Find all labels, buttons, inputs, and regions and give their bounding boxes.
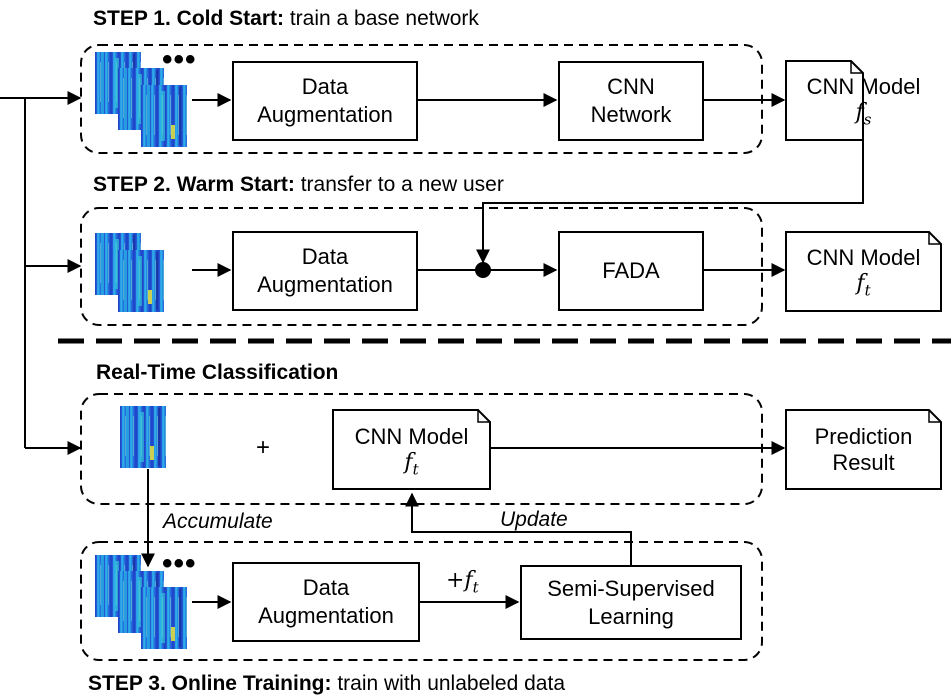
update-label: Update [500, 508, 568, 531]
realtime-heading: Real-Time Classification [96, 361, 339, 384]
cnn-network-line2: Network [590, 102, 672, 127]
accumulate-label: Accumulate [163, 510, 273, 533]
step2-heading-rest: transfer to a new user [294, 173, 504, 196]
plus-ft-sub: t [472, 578, 479, 597]
result-fold [928, 410, 941, 423]
step2-aug-line1: Data [301, 244, 349, 269]
ssl-line2: Learning [588, 603, 674, 629]
step3-heading: STEP 3. Online Training: train with unla… [88, 672, 565, 696]
realtime-plus: + [256, 434, 271, 461]
result-card [785, 409, 942, 490]
step1-data-augmentation-box: Data Augmentation [232, 61, 418, 141]
ssl-line1: Semi-Supervised [547, 575, 715, 601]
realtime-model-fold [477, 410, 490, 423]
step3-heading-rest: train with unlabeled data [331, 672, 565, 695]
cnn-network-line1: CNN [607, 74, 655, 99]
cnn-network-box: CNN Network [558, 61, 704, 141]
model-fs-label: CNN Model [806, 74, 921, 99]
model-ft-symbol-f: f [856, 271, 865, 296]
model-ft-text: CNN Model ft [786, 245, 941, 303]
realtime-model-card [332, 409, 491, 490]
step3-aug-line1: Data [302, 575, 350, 600]
realtime-model-text: CNN Model ft [333, 424, 490, 482]
prediction-result-text: Prediction Result [786, 424, 941, 476]
step3-aug-line2: Augmentation [258, 603, 394, 628]
realtime-model-symbol: ft [333, 450, 490, 482]
step1-heading-bold: STEP 1. Cold Start: [93, 7, 284, 30]
plus-ft-label: +ft [446, 568, 479, 596]
step2-heading: STEP 2. Warm Start: transfer to a new us… [93, 173, 504, 197]
model-fs-symbol-f: f [855, 100, 864, 125]
step2-aug-line2: Augmentation [257, 272, 393, 297]
model-fs-text: CNN Model fs [786, 74, 941, 132]
prediction-result-line1: Prediction [814, 424, 913, 449]
arrow-update [405, 492, 632, 565]
step2-heading-bold: STEP 2. Warm Start: [93, 173, 295, 196]
model-ft-label: CNN Model [806, 245, 921, 270]
plus-ft-prefix: + [446, 568, 465, 593]
more-samples-indicator-step3: ••• [162, 547, 197, 580]
more-samples-indicator-step1: ••• [162, 43, 197, 76]
realtime-model-symbol-sub: t [412, 460, 419, 479]
arrow-fs-to-junction [476, 140, 864, 264]
model-ft-symbol-sub: t [864, 281, 871, 300]
model-fs-card [785, 60, 864, 141]
realtime-model-symbol-f: f [404, 450, 413, 475]
model-fs-symbol: fs [786, 100, 941, 132]
step3-heading-bold: STEP 3. Online Training: [88, 672, 332, 695]
step3-data-augmentation-box: Data Augmentation [232, 562, 420, 642]
step1-heading-rest: train a base network [283, 7, 479, 30]
model-fs-fold [850, 61, 863, 74]
step3-group [80, 541, 763, 661]
prediction-result-line2: Result [832, 450, 895, 475]
semi-supervised-learning-box: Semi-Supervised Learning [520, 565, 742, 640]
model-ft-fold [928, 232, 941, 245]
fada-box: FADA [558, 231, 704, 311]
fada-label: FADA [602, 258, 660, 283]
model-ft-card [785, 231, 942, 312]
merge-junction [475, 262, 491, 278]
step1-heading: STEP 1. Cold Start: train a base network [93, 7, 479, 31]
step2-data-augmentation-box: Data Augmentation [232, 231, 418, 311]
realtime-model-label: CNN Model [354, 424, 469, 449]
model-fs-symbol-sub: s [863, 110, 872, 129]
step2-group [80, 207, 763, 326]
plus-ft-symbol: f [464, 568, 473, 593]
model-ft-symbol: ft [786, 271, 941, 303]
spectrogram-stack-step2 [95, 233, 164, 312]
step1-aug-line2: Augmentation [257, 102, 393, 127]
spectrogram-single-realtime [120, 406, 166, 468]
step1-aug-line1: Data [301, 74, 349, 99]
